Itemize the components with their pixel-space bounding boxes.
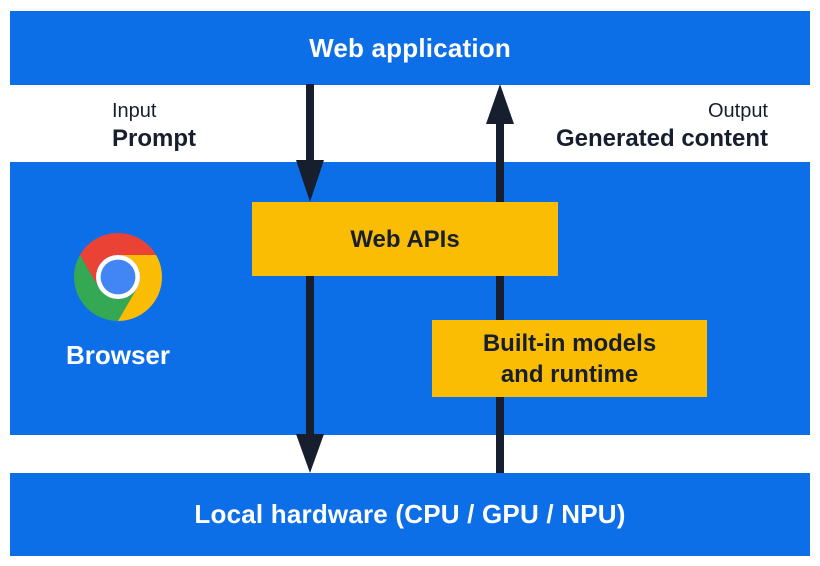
builtin-models-label-line1: Built-in models [482,329,657,357]
web-application-bar: Web application [10,11,810,85]
web-application-label: Web application [309,32,511,63]
output-caption: Output [707,100,768,122]
local-hardware-label: Local hardware (CPU / GPU / NPU) [194,499,626,529]
local-hardware-bar: Local hardware (CPU / GPU / NPU) [10,473,810,556]
input-caption: Input [112,100,157,122]
chrome-icon [74,233,162,321]
generated-content-arrow-line [496,120,504,473]
prompt-arrow-line-upper [306,84,314,162]
prompt-arrowhead-lower [296,434,324,473]
output-label-group: Output Generated content [556,98,768,154]
browser-group: Browser [56,233,180,371]
prompt-arrow-line-lower [306,276,314,436]
web-apis-box: Web APIs [252,202,558,276]
prompt-arrowhead-upper [296,160,324,202]
generated-content-label: Generated content [555,125,768,152]
input-label-group: Input Prompt [112,98,196,154]
browser-label: Browser [65,340,171,370]
generated-content-arrowhead [486,84,514,124]
prompt-label: Prompt [112,125,196,152]
builtin-models-label-line2: and runtime [500,360,639,388]
builtin-models-box: Built-in models and runtime [432,320,707,397]
web-apis-label: Web APIs [350,225,460,253]
